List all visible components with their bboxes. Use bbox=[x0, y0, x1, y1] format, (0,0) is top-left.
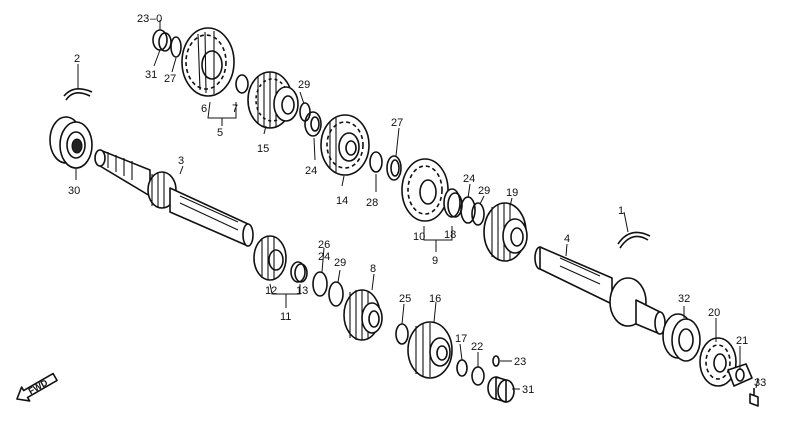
part-27-ring bbox=[386, 155, 402, 181]
label-part-23-low: 23 bbox=[514, 356, 526, 368]
label-part-5: 5 bbox=[217, 127, 223, 139]
label-part-13: 13 bbox=[296, 285, 308, 297]
label-part-24-low: 24 bbox=[318, 251, 330, 263]
part-6-gear bbox=[181, 27, 235, 97]
label-part-19: 19 bbox=[506, 187, 518, 199]
label-part-31-top: 31 bbox=[145, 69, 157, 81]
label-part-12: 12 bbox=[265, 285, 277, 297]
label-part-29-low: 29 bbox=[334, 257, 346, 269]
part-22-washer bbox=[471, 366, 485, 386]
part-24-29-washers bbox=[460, 196, 485, 226]
part-28-washer bbox=[369, 151, 383, 173]
part-7-ring bbox=[235, 74, 249, 94]
label-part-20: 20 bbox=[708, 307, 720, 319]
part-27-washer bbox=[170, 36, 182, 58]
label-part-1: 1 bbox=[618, 205, 624, 217]
part-16-gear bbox=[407, 321, 453, 379]
label-part-23-top: 23 bbox=[137, 13, 149, 25]
part-4-counter-shaft bbox=[534, 246, 666, 335]
label-part-23-top-dash: –0 bbox=[150, 13, 162, 25]
label-part-27-top: 27 bbox=[164, 73, 176, 85]
label-part-30: 30 bbox=[68, 185, 80, 197]
part-15-gear bbox=[247, 71, 299, 129]
leader-lines bbox=[75, 20, 759, 390]
part-19-gear bbox=[483, 202, 528, 262]
label-part-21: 21 bbox=[736, 335, 748, 347]
label-part-2: 2 bbox=[74, 53, 80, 65]
forward-direction-arrow: FWD bbox=[16, 372, 58, 402]
label-part-11: 11 bbox=[280, 311, 291, 323]
label-part-24-mid: 24 bbox=[463, 173, 475, 185]
part-24-washer bbox=[304, 111, 322, 137]
part-20-drive-sprocket bbox=[699, 337, 737, 387]
label-part-17: 17 bbox=[455, 333, 467, 345]
label-part-29-mid: 29 bbox=[478, 185, 490, 197]
part-30-bearing bbox=[49, 116, 93, 169]
part-23-31-bushing bbox=[152, 29, 172, 52]
label-part-31-low: 31 bbox=[522, 384, 534, 396]
label-part-8: 8 bbox=[370, 263, 376, 275]
label-part-18: 18 bbox=[444, 229, 456, 241]
label-part-29-top: 29 bbox=[298, 79, 310, 91]
label-part-4: 4 bbox=[564, 233, 570, 245]
label-part-7: 7 bbox=[232, 103, 238, 115]
part-3-main-shaft bbox=[94, 149, 254, 247]
part-13-bushing bbox=[290, 261, 308, 283]
part-17-ring bbox=[456, 359, 468, 377]
part-23-small-ring bbox=[492, 355, 500, 367]
part-10-gear bbox=[401, 158, 449, 222]
part-29-lower-clip bbox=[328, 281, 344, 307]
part-18-bushing bbox=[443, 188, 463, 218]
label-part-25: 25 bbox=[399, 293, 411, 305]
part-31-bushing bbox=[487, 376, 515, 403]
part-12-gear bbox=[253, 235, 287, 281]
part-29-clip bbox=[299, 102, 311, 122]
part-32-oil-seal bbox=[662, 313, 701, 362]
part-1-clip bbox=[617, 231, 651, 249]
part-2-clip bbox=[63, 88, 93, 101]
label-part-28: 28 bbox=[366, 197, 378, 209]
label-part-26: 26 bbox=[318, 239, 330, 251]
label-part-24-top: 24 bbox=[305, 165, 317, 177]
part-25-washer bbox=[395, 323, 409, 345]
label-part-3: 3 bbox=[178, 155, 184, 167]
part-8-gear bbox=[343, 289, 383, 341]
label-part-33: 33 bbox=[754, 377, 766, 389]
part-33-bolt bbox=[749, 388, 759, 407]
label-part-16: 16 bbox=[429, 293, 441, 305]
label-part-6: 6 bbox=[201, 103, 207, 115]
label-part-32: 32 bbox=[678, 293, 690, 305]
label-part-22: 22 bbox=[471, 341, 483, 353]
part-26-24-washer bbox=[312, 271, 328, 297]
part-labels: 23 –0 31 27 2 6 7 5 15 29 24 14 28 27 3 … bbox=[68, 13, 766, 396]
part-14-gear bbox=[320, 114, 370, 176]
label-part-14: 14 bbox=[336, 195, 348, 207]
label-part-15: 15 bbox=[257, 143, 269, 155]
label-part-9: 9 bbox=[432, 255, 438, 267]
label-part-27-mid: 27 bbox=[391, 117, 403, 129]
label-part-10: 10 bbox=[413, 231, 425, 243]
